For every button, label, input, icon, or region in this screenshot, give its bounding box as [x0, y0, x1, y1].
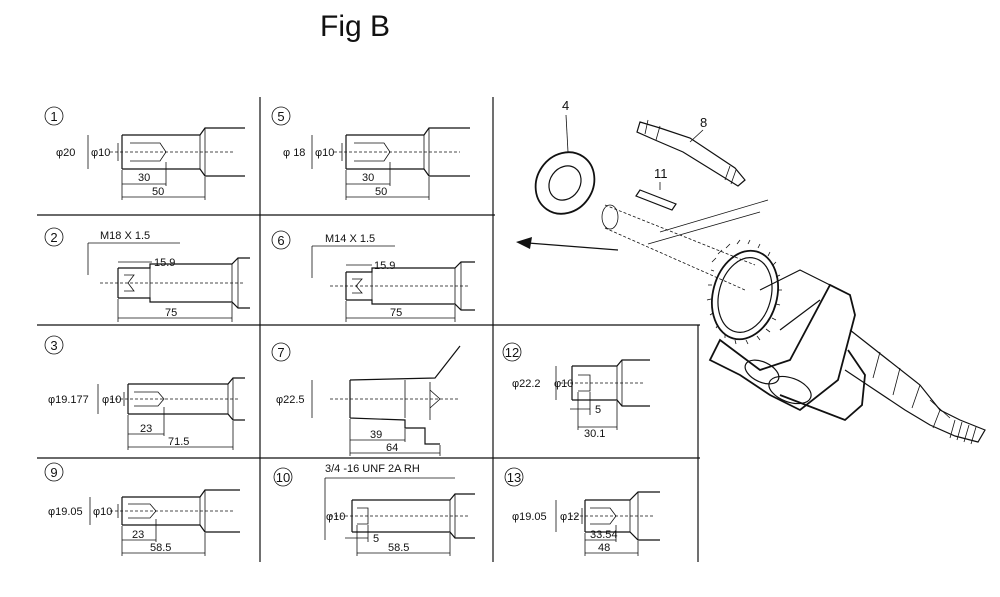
panel-3-label-1: φ10 — [102, 394, 121, 406]
panel-3: 3 φ19.177 φ10 23 71.5 — [44, 335, 245, 450]
panel-10-label-2: 5 — [373, 533, 379, 545]
panel-13-label-2: 33.54 — [590, 529, 618, 541]
panel-10-number: 10 — [276, 470, 290, 485]
panel-7: 7 φ22.5 39 64 — [271, 342, 461, 456]
panel-12-label-1: φ10 — [554, 378, 573, 390]
panel-2: 2 M18 X 1.5 15.9 75 — [44, 227, 250, 322]
panel-13-label-0: φ19.05 — [512, 511, 547, 523]
panel-12-label-2: 5 — [595, 404, 601, 416]
panel-7-label-0: φ22.5 — [276, 394, 305, 406]
figure-title: Fig B — [320, 10, 391, 43]
panel-5-label-3: 50 — [375, 186, 387, 198]
panel-5-number: 5 — [277, 109, 284, 124]
panel-6-label-0: M14 X 1.5 — [325, 233, 375, 245]
panel-12-number: 12 — [505, 345, 519, 360]
panel-13-label-3: 48 — [598, 542, 610, 554]
panel-13-number: 13 — [507, 470, 521, 485]
panel-10: 10 3/4 -16 UNF 2A RH φ10 5 58.5 — [273, 463, 475, 556]
panel-9-number: 9 — [50, 465, 57, 480]
panel-1-number: 1 — [50, 109, 57, 124]
panel-5: 5 φ 18 φ10 30 50 — [271, 106, 470, 200]
exploded-view: 4 8 11 — [516, 98, 986, 445]
panel-5-label-1: φ10 — [315, 147, 334, 159]
panel-3-label-0: φ19.177 — [48, 394, 89, 406]
panel-10-label-0: 3/4 -16 UNF 2A RH — [325, 463, 420, 475]
panel-13-label-1: φ12 — [560, 511, 579, 523]
panel-6-label-2: 75 — [390, 307, 402, 319]
panel-9-label-3: 58.5 — [150, 542, 171, 554]
panel-3-number: 3 — [50, 338, 57, 353]
callout-8: 8 — [700, 115, 707, 130]
panel-5-label-0: φ 18 — [283, 147, 305, 159]
panel-10-label-1: φ10 — [326, 511, 345, 523]
panel-7-label-1: 39 — [370, 429, 382, 441]
panel-7-number: 7 — [277, 345, 284, 360]
panel-3-label-3: 71.5 — [168, 436, 189, 448]
panel-13: 13 φ19.05 φ12 33.54 48 — [504, 467, 660, 556]
panel-2-label-0: M18 X 1.5 — [100, 230, 150, 242]
panel-9: 9 φ19.05 φ10 23 58.5 — [44, 462, 240, 556]
panel-2-number: 2 — [50, 230, 57, 245]
panel-6-number: 6 — [277, 233, 284, 248]
callout-4: 4 — [562, 98, 569, 113]
panel-grid — [37, 97, 700, 562]
panel-3-label-2: 23 — [140, 423, 152, 435]
panel-1-label-3: 50 — [152, 186, 164, 198]
panel-12: 12 φ22.2 φ10 5 30.1 — [502, 342, 650, 440]
panel-2-label-1: 15.9 — [154, 257, 175, 269]
callout-11: 11 — [654, 166, 668, 181]
panel-10-label-3: 58.5 — [388, 542, 409, 554]
panel-5-label-2: 30 — [362, 172, 374, 184]
panel-1-label-1: φ10 — [91, 147, 110, 159]
panel-1-label-0: φ20 — [56, 147, 75, 159]
panel-6-label-1: 15.9 — [374, 260, 395, 272]
panel-6: 6 M14 X 1.5 15.9 75 — [271, 230, 475, 322]
panel-7-label-2: 64 — [386, 442, 398, 454]
panel-12-label-0: φ22.2 — [512, 378, 541, 390]
panel-9-label-1: φ10 — [93, 506, 112, 518]
panel-1-label-2: 30 — [138, 172, 150, 184]
panel-1: 1 φ20 φ10 30 50 — [44, 106, 245, 200]
panel-12-label-3: 30.1 — [584, 428, 605, 440]
panel-2-label-2: 75 — [165, 307, 177, 319]
panel-9-label-2: 23 — [132, 529, 144, 541]
panel-9-label-0: φ19.05 — [48, 506, 83, 518]
